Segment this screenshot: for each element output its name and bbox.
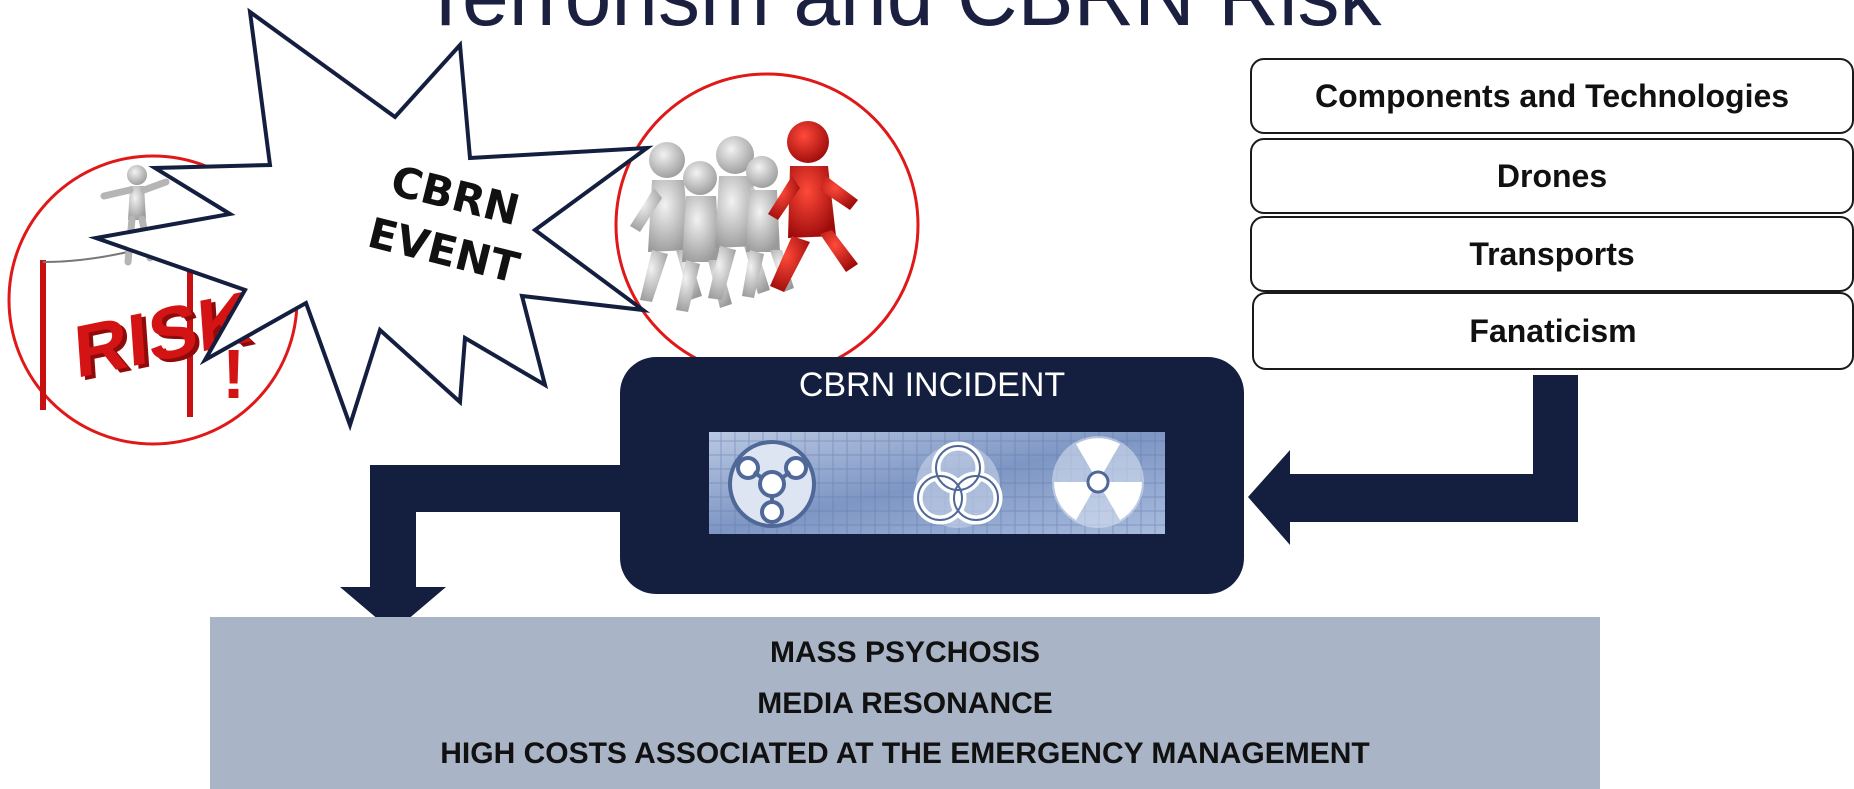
grey-figure	[676, 161, 732, 312]
effects-panel	[210, 617, 1600, 789]
chemical-hazard-icon	[728, 440, 816, 528]
red-leader-figure	[768, 121, 858, 292]
radiation-icon	[1052, 436, 1144, 528]
cbrn-incident-title: CBRN INCIDENT	[798, 366, 1066, 404]
factors-to-incident-arrow	[1248, 375, 1578, 545]
incident-to-effects-arrow	[340, 465, 625, 632]
factor-drones: Drones	[1250, 138, 1854, 214]
risk-exclamation: !	[222, 335, 245, 413]
effect-mass-psychosis: MASS PSYCHOSIS	[769, 636, 1041, 669]
grey-figure	[630, 142, 702, 302]
factor-fanaticism: Fanaticism	[1252, 292, 1854, 370]
cbrn-event-starburst	[88, 7, 654, 432]
running-crowd-image	[614, 72, 920, 378]
biohazard-icon	[913, 441, 1003, 528]
factor-transports: Transports	[1250, 216, 1854, 292]
effect-high-costs: HIGH COSTS ASSOCIATED AT THE EMERGENCY M…	[440, 737, 1370, 770]
diagram-title: Terrorism and CBRN Risk	[420, 0, 1480, 45]
hazard-symbols-image	[709, 432, 1165, 534]
factor-components-technologies: Components and Technologies	[1250, 58, 1854, 134]
effect-media-resonance: MEDIA RESONANCE	[757, 687, 1053, 720]
